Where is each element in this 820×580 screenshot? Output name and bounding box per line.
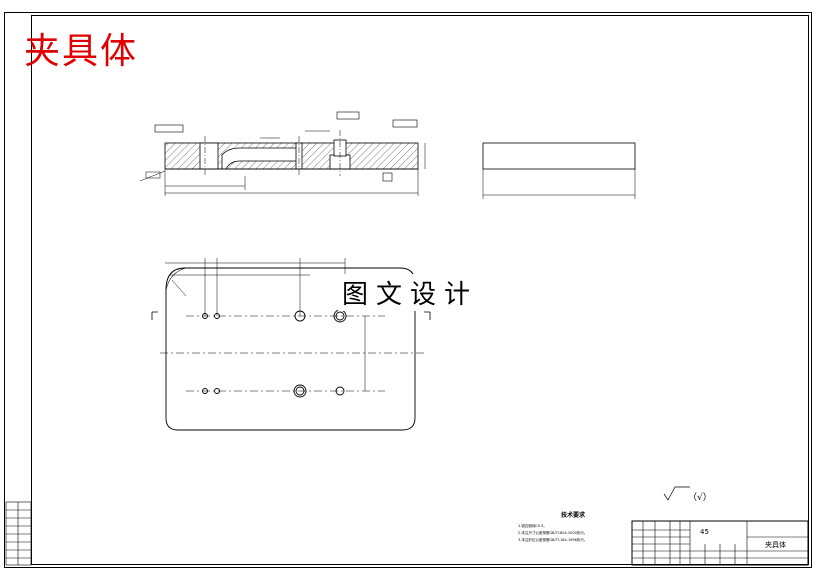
sheet-inner-border	[31, 15, 809, 565]
roughness-note: （√）	[688, 493, 712, 503]
drawing-title-overlay: 夹具体	[24, 31, 139, 72]
tech-requirements-heading: 技术要求	[560, 512, 585, 519]
tech-requirements: 技术要求 1.锐边倒钝C0.5。 2.未注尺寸公差按照GB/T1804-2000…	[518, 510, 628, 544]
title-block	[631, 520, 809, 566]
left-revision-strip	[5, 501, 32, 566]
tech-req-item-1: 1.锐边倒钝C0.5。	[518, 524, 547, 528]
sheet-outer-border	[4, 12, 812, 568]
watermark-text: 图文设计	[338, 274, 483, 311]
material-cell: 45	[700, 528, 709, 536]
roughness-symbol-icon	[663, 486, 690, 501]
front-section-view	[139, 111, 426, 196]
tech-req-item-3: 3.未注形位公差按照GB/T1184-1996执行。	[518, 538, 588, 542]
part-name-cell: 夹具体	[765, 541, 786, 549]
side-view	[482, 142, 636, 199]
tech-req-item-2: 2.未注尺寸公差按照GB/T1804-2000执行。	[518, 531, 588, 535]
